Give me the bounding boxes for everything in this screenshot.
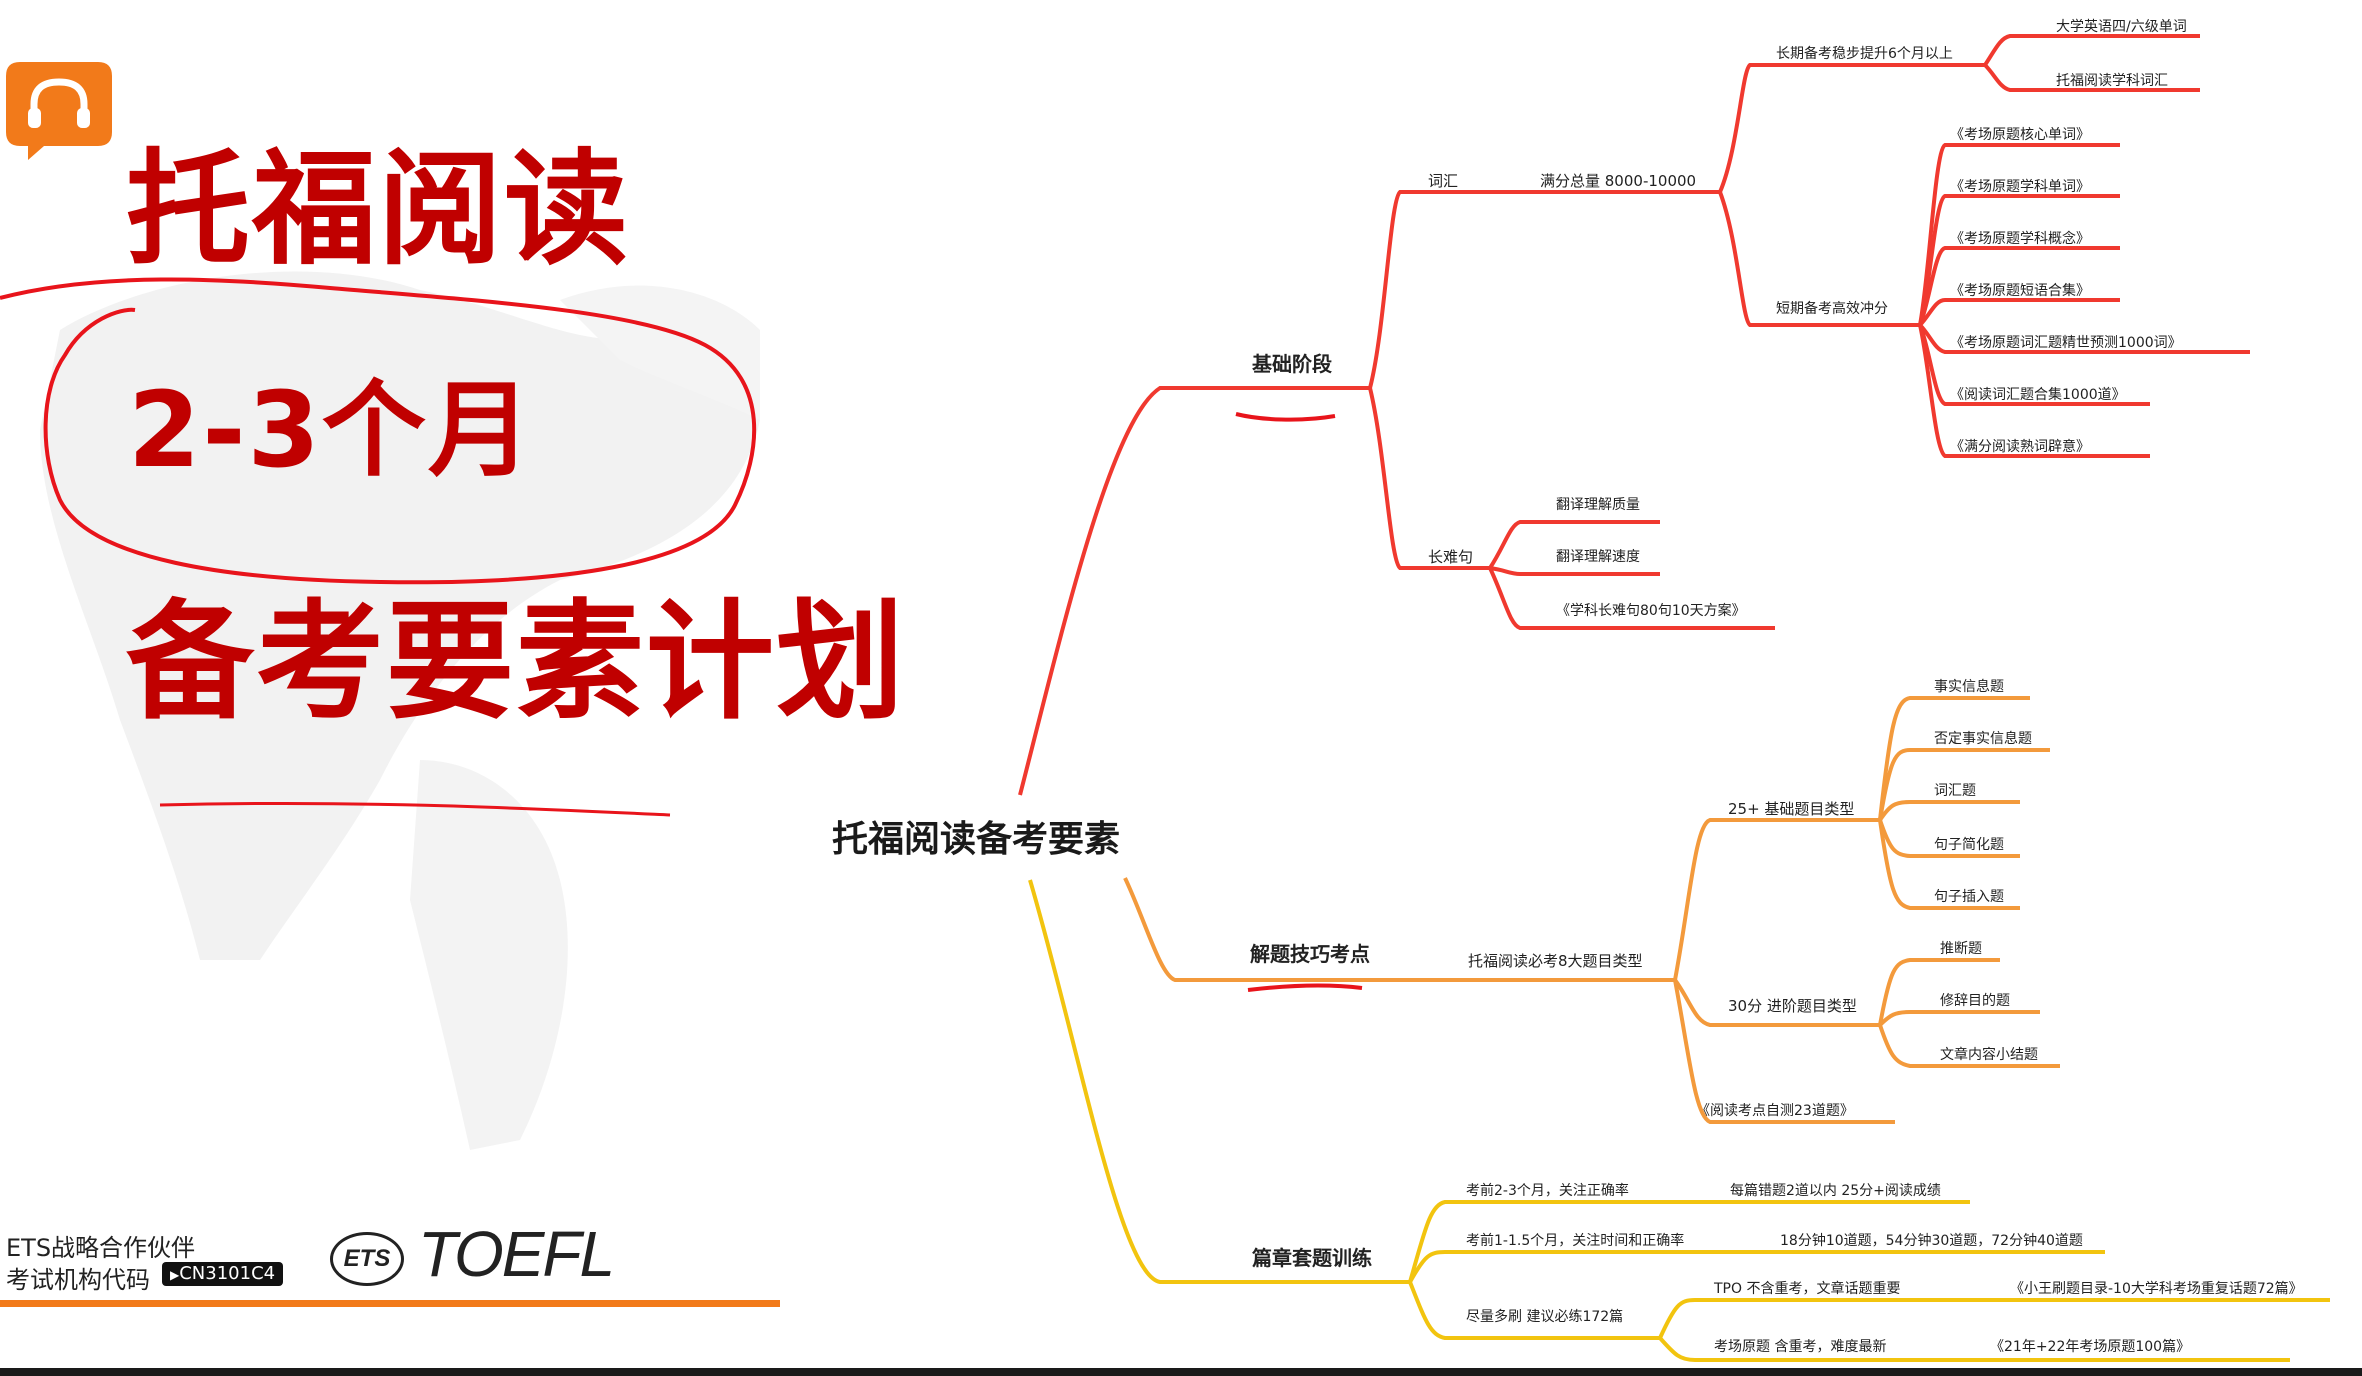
partner-line-1: ETS战略合作伙伴 [6,1234,196,1262]
node-short-item: 《满分阅读熟词辟意》 [1950,439,2090,455]
play-icon: ▶ [170,1268,180,1282]
code-badge: ▶CN3101C4 [162,1262,284,1286]
node-training-item: 考前1-1.5个月，关注时间和正确率 [1466,1233,1685,1249]
node-training-detail: 18分钟10道题，54分钟30道题，72分钟40道题 [1780,1233,2083,1249]
orange-divider [0,1300,780,1307]
node-basic-item: 句子简化题 [1934,837,2004,853]
node-basic-types: 25+ 基础题目类型 [1728,800,1855,818]
node-real-exam: 考场原题 含重考，难度最新 [1714,1339,1887,1355]
node-training-item: 考前2-3个月，关注正确率 [1466,1183,1629,1199]
mindmap-root: 托福阅读备考要素 [832,819,1121,860]
node-adv-item: 文章内容小结题 [1940,1047,2038,1063]
node-tpo: TPO 不含重考，文章话题重要 [1714,1281,1901,1297]
node-short-item: 《考场原题短语合集》 [1950,283,2090,299]
node-ls-item: 翻译理解质量 [1556,497,1640,513]
node-long-item: 托福阅读学科词汇 [2056,73,2168,89]
node-tpo-detail: 《小王刷题目录-10大学科考场重复话题72篇》 [2010,1281,2303,1297]
node-basic-item: 词汇题 [1934,783,1976,799]
branch-orange-lines [1123,696,2060,1124]
node-training-item: 尽量多刷 建议必练172篇 [1466,1309,1624,1325]
bottom-bar [0,1368,2362,1376]
node-short-item: 《阅读词汇题合集1000道》 [1950,387,2126,403]
app-logo [6,62,112,160]
branch-red-lines [1018,34,2250,796]
node-advanced-types: 30分 进阶题目类型 [1728,997,1857,1015]
node-ls-item: 《学科长难句80句10天方案》 [1556,603,1746,619]
node-short-term: 短期备考高效冲分 [1776,301,1888,317]
node-adv-item: 修辞目的题 [1940,993,2010,1009]
node-basic-item: 事实信息题 [1934,679,2004,695]
node-training-detail: 每篇错题2道以内 25分+阅读成绩 [1730,1183,1941,1199]
node-skills: 解题技巧考点 [1250,942,1370,966]
toefl-logo: TOEFL [418,1218,615,1290]
node-short-item: 《考场原题词汇题精世预测1000词》 [1950,335,2182,351]
ets-logo: ETS [330,1232,404,1286]
branch-yellow-lines [1028,879,2330,1362]
node-self-test-book: 《阅读考点自测23道题》 [1696,1103,1854,1119]
node-basic-stage: 基础阶段 [1252,352,1332,376]
node-basic-item: 句子插入题 [1934,889,2004,905]
node-real-detail: 《21年+22年考场原题100篇》 [1990,1339,2191,1355]
node-ls-item: 翻译理解速度 [1556,549,1640,565]
title-line-3: 备考要素计划 [126,588,907,737]
node-vocab: 词汇 [1428,172,1459,190]
node-short-item: 《考场原题学科单词》 [1950,179,2090,195]
node-adv-item: 推断题 [1940,941,1982,957]
code-badge-text: CN3101C4 [179,1263,276,1284]
ets-logo-text: ETS [343,1245,391,1272]
partner-line-2: 考试机构代码 [6,1266,150,1294]
node-passage-training: 篇章套题训练 [1252,1246,1372,1270]
node-short-item: 《考场原题核心单词》 [1950,127,2090,143]
node-short-item: 《考场原题学科概念》 [1950,231,2090,247]
node-question-types: 托福阅读必考8大题目类型 [1468,952,1643,970]
node-long-item: 大学英语四/六级单词 [2056,19,2187,35]
node-basic-item: 否定事实信息题 [1934,731,2032,747]
node-long-sentence: 长难句 [1428,548,1474,566]
node-long-term: 长期备考稳步提升6个月以上 [1776,46,1953,62]
node-vocab-total: 满分总量 8000-10000 [1540,172,1697,190]
headset-chat-icon [6,62,112,160]
title-line-1: 托福阅读 [126,138,631,282]
title-line-2: 2-3个月 [128,369,534,491]
